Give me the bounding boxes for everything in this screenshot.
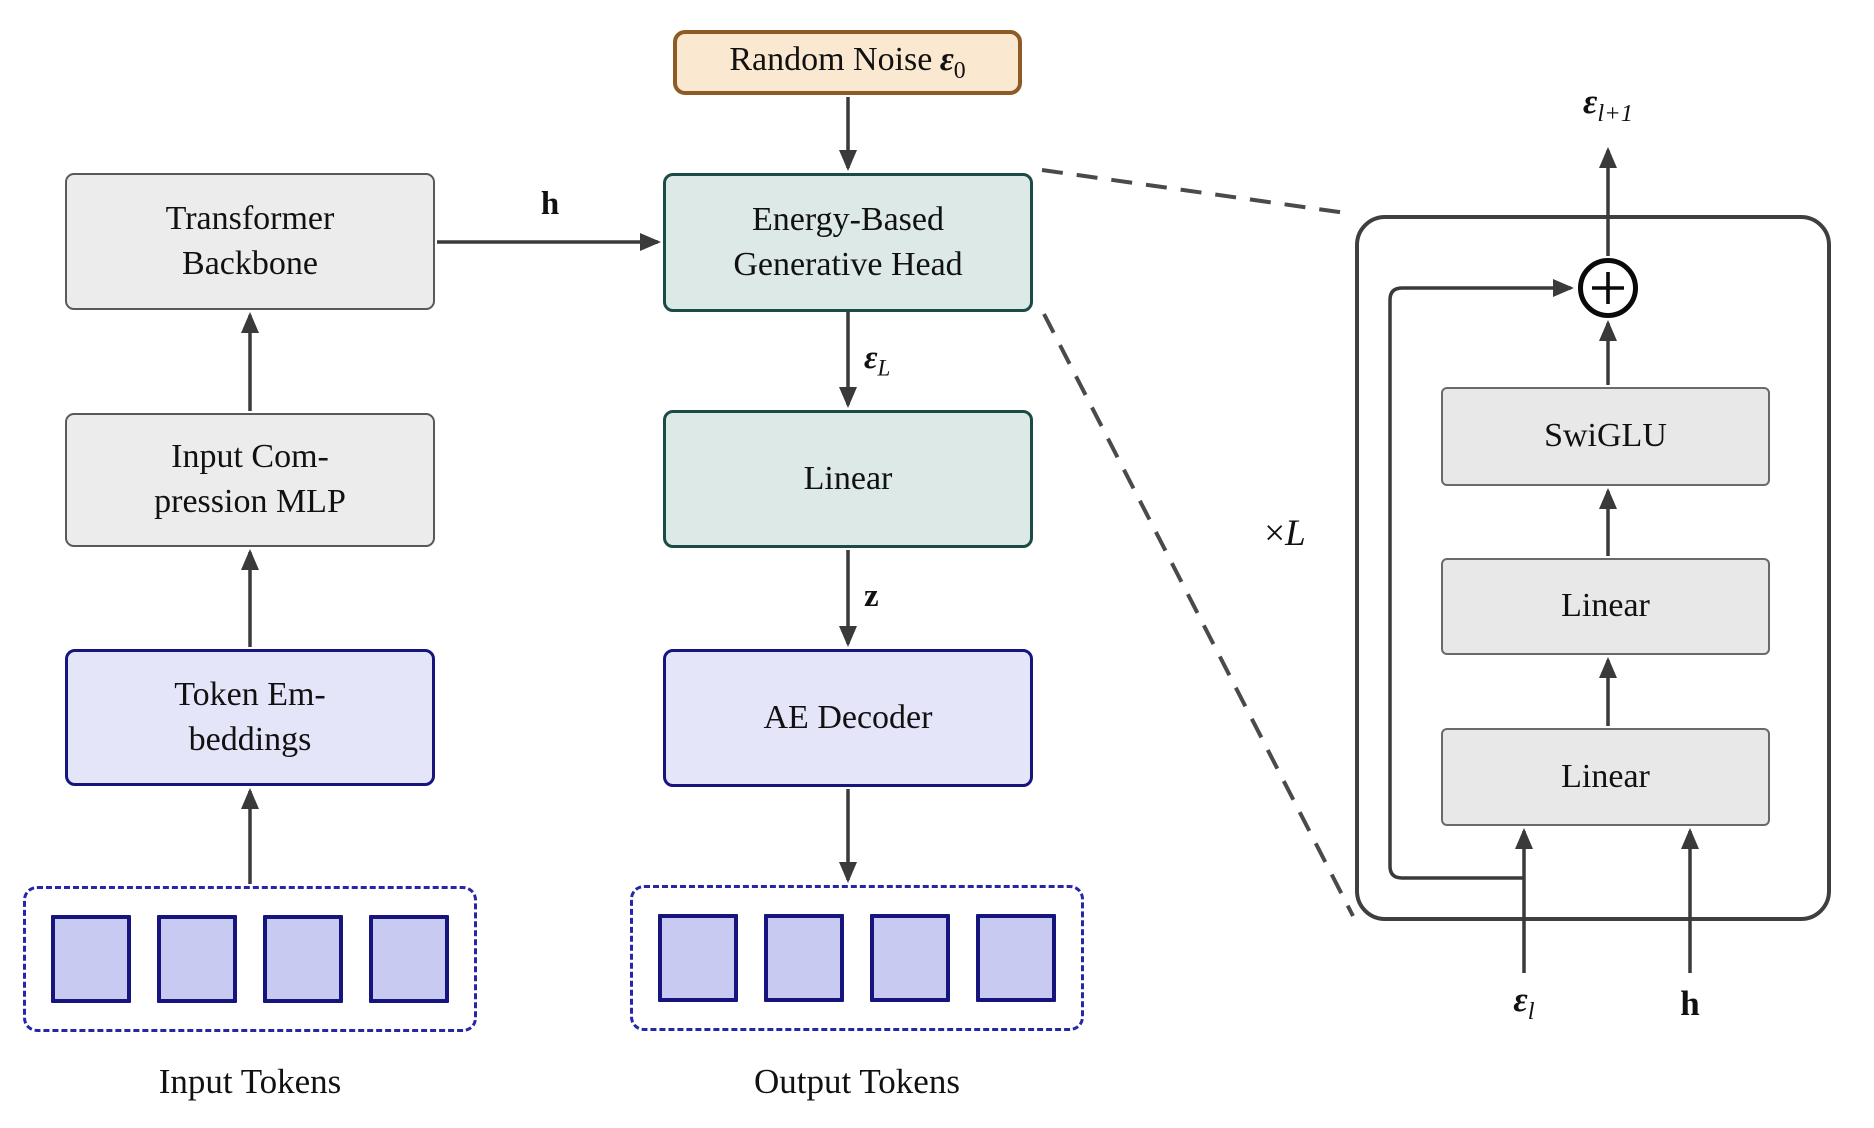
input-compression-mlp-box: Input Com- pression MLP (65, 413, 435, 547)
eps-l-base: ε (1513, 980, 1528, 1019)
detail-linear-lower-box: Linear (1441, 728, 1770, 826)
linear-box: Linear (663, 410, 1033, 548)
token-embeddings-line2: beddings (188, 720, 312, 758)
token-square (976, 914, 1056, 1002)
eps-l-plus-1-output-label: εl+1 (1548, 82, 1668, 128)
random-noise-text: Random Noise (729, 40, 933, 78)
output-tokens-container (630, 885, 1084, 1031)
energy-head-line1: Energy-Based (752, 200, 944, 238)
dashed-connector-bottom (1042, 313, 1355, 917)
detail-linear-upper-box: Linear (1441, 558, 1770, 655)
z-edge-label: z (864, 578, 879, 614)
token-square (369, 915, 449, 1003)
input-tokens-label: Input Tokens (158, 1062, 342, 1101)
epsilon-subscript: 0 (953, 57, 966, 84)
energy-head-box: Energy-Based Generative Head (663, 173, 1033, 312)
token-square (51, 915, 131, 1003)
token-embeddings-box: Token Em- beddings (65, 649, 435, 786)
layers-multiplier-label: ×L (1225, 512, 1345, 555)
token-square (658, 914, 738, 1002)
transformer-backbone-line2: Backbone (182, 244, 318, 282)
input-compression-mlp-line1: Input Com- (171, 438, 329, 476)
swiglu-box: SwiGLU (1441, 387, 1770, 486)
eps-l-input-label: εl (1474, 980, 1574, 1026)
eps-l-subscript: l (1527, 998, 1535, 1025)
eps-L-subscript: L (877, 354, 891, 381)
ae-decoder-label: AE Decoder (763, 698, 933, 736)
linear-label: Linear (803, 459, 893, 497)
input-compression-mlp-line2: pression MLP (154, 483, 346, 520)
layer-count-variable: L (1285, 513, 1306, 554)
head-detail-container (1355, 215, 1831, 921)
token-square (870, 914, 950, 1002)
token-embeddings-line1: Token Em- (174, 675, 326, 713)
transformer-backbone-line1: Transformer (165, 199, 335, 237)
eps-l-plus-1-subscript: l+1 (1597, 100, 1633, 127)
eps-l-plus-1-base: ε (1583, 82, 1598, 121)
token-square (764, 914, 844, 1002)
swiglu-label: SwiGLU (1544, 417, 1667, 455)
h-edge-label: h (540, 186, 560, 222)
input-tokens-container (23, 886, 477, 1032)
energy-head-label: Energy-Based Generative Head (733, 198, 962, 288)
transformer-backbone-box: Transformer Backbone (65, 173, 435, 310)
ae-decoder-box: AE Decoder (663, 649, 1033, 787)
plus-icon (1592, 272, 1624, 304)
detail-linear-upper-label: Linear (1561, 587, 1650, 625)
dashed-connector-top (1041, 168, 1354, 216)
residual-add-node (1578, 258, 1638, 318)
energy-head-line2: Generative Head (733, 245, 963, 283)
detail-linear-lower-label: Linear (1561, 757, 1650, 795)
token-embeddings-label: Token Em- beddings (174, 673, 326, 763)
times-symbol: × (1264, 513, 1286, 554)
epsilon-symbol: ε (939, 40, 954, 78)
input-compression-mlp-label: Input Com- pression MLP (154, 435, 346, 525)
eps-L-base: ε (864, 340, 878, 376)
output-tokens-label: Output Tokens (754, 1062, 960, 1101)
eps-L-edge-label: εL (864, 340, 890, 382)
token-square (157, 915, 237, 1003)
h-input-label: h (1680, 984, 1700, 1023)
token-square (263, 915, 343, 1003)
transformer-backbone-label: Transformer Backbone (166, 197, 335, 287)
